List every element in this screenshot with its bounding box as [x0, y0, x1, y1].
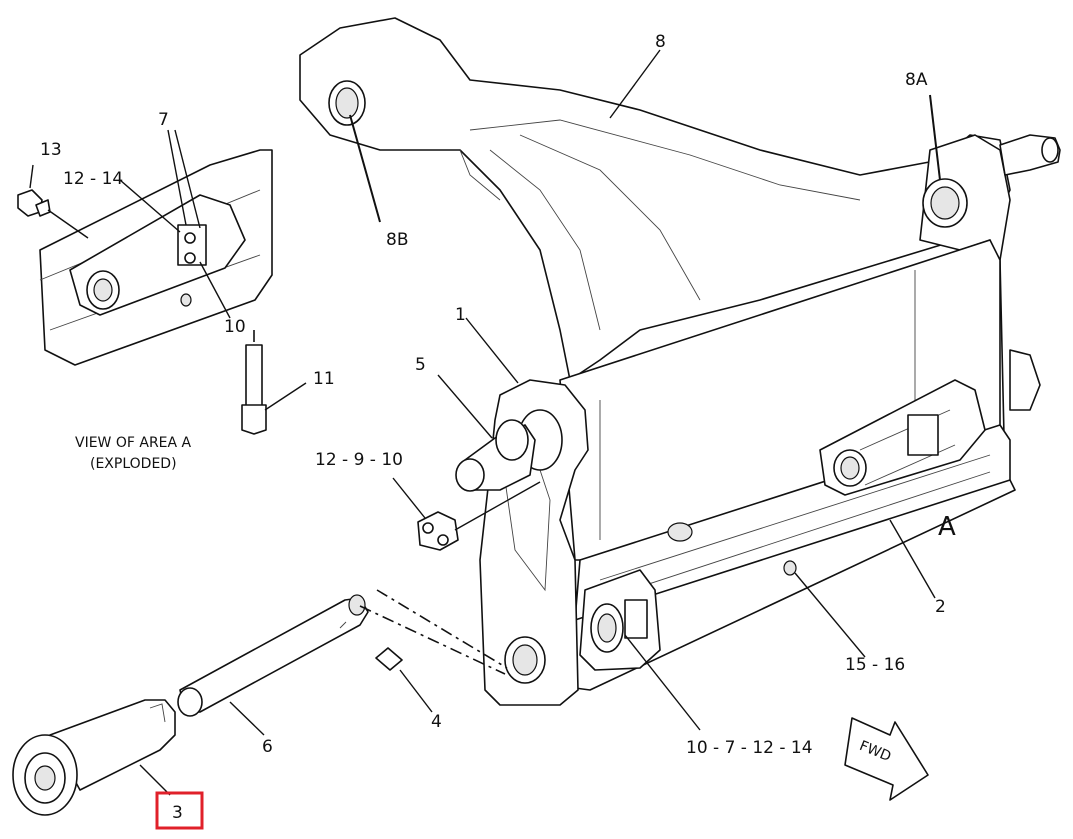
sleeve-part-3 [12, 699, 176, 816]
callout-6: 6 [262, 737, 273, 757]
leader-lines [29, 49, 941, 796]
callout-11: 11 [313, 369, 335, 389]
callout-7: 7 [158, 110, 169, 130]
callout-10: 10 [224, 317, 246, 337]
callout-15-16: 15 - 16 [845, 655, 905, 675]
left-bearing-assembly [579, 569, 661, 671]
dowel-part-4 [375, 647, 403, 671]
fwd-arrow: FWD [844, 717, 929, 801]
callout-2: 2 [935, 597, 946, 617]
view-caption-line-2: (EXPLODED) [90, 456, 177, 472]
callout-12-9-10: 12 - 9 - 10 [315, 450, 403, 470]
bolt-group-12-9-10 [417, 511, 459, 551]
right-bearing-assembly [819, 379, 986, 496]
callout-3-highlight-box [155, 791, 204, 830]
pin-part-5 [455, 419, 536, 492]
exploded-view-area-a [17, 149, 273, 435]
callout-3: 3 [172, 803, 183, 823]
callout-8a: 8A [905, 70, 928, 90]
callout-12-14: 12 - 14 [63, 169, 123, 189]
callout-5: 5 [415, 355, 426, 375]
right-side-plate [919, 134, 1061, 486]
callout-1: 1 [455, 305, 466, 325]
pin-part-6 [177, 594, 369, 717]
callout-10-7-12-14: 10 - 7 - 12 - 14 [686, 738, 813, 758]
callout-8: 8 [655, 32, 666, 52]
front-plate-part [479, 379, 589, 706]
callout-4: 4 [431, 712, 442, 732]
callout-labels: 8 8A 8B 1 5 12 - 9 - 10 A 2 15 - 16 10 -… [40, 32, 956, 823]
callout-area-a: A [938, 512, 956, 542]
view-caption-line-1: VIEW OF AREA A [75, 435, 192, 451]
callout-13: 13 [40, 140, 62, 160]
callout-8b: 8B [386, 230, 408, 250]
